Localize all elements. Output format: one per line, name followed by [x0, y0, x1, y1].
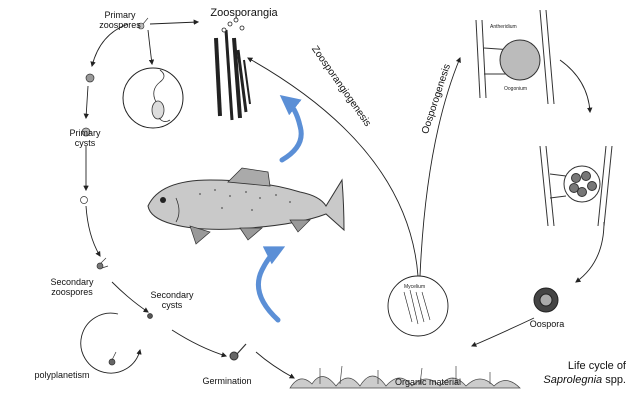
antheridium-label: Antheridium	[490, 24, 517, 30]
secondary-zoospores-label: Secondary zoospores	[40, 277, 104, 297]
caption-line-1: Life cycle of	[528, 359, 626, 373]
oogonium-label: Oogonium	[504, 86, 527, 92]
polyplanetism-label: polyplanetism	[24, 370, 100, 380]
primary-cysts-label: Primary cysts	[60, 128, 110, 148]
oospora-drawing	[534, 288, 558, 312]
organic-material-label: Organic material	[388, 377, 468, 387]
oospora-label: Oospora	[527, 319, 567, 329]
germination-drawing	[230, 344, 246, 360]
caption-line-2: Saprolegnia spp.	[528, 373, 626, 387]
mycelium-label: Mycelium	[404, 284, 425, 290]
germination-label: Germination	[196, 376, 258, 386]
secondary-cysts-label: Secondary cysts	[144, 290, 200, 310]
zoospore-detail-circle	[123, 68, 183, 128]
caption-genus: Saprolegnia	[543, 374, 602, 386]
fish-drawing	[148, 168, 344, 244]
primary-zoospores-label: Primary zoospores	[92, 10, 148, 30]
caption-suffix: spp.	[602, 374, 626, 386]
zoosporangia-label: Zoosporangia	[204, 8, 284, 18]
oospore-cluster-drawing	[540, 146, 612, 226]
zoosporangia-drawing	[216, 18, 250, 120]
figure-caption: Life cycle of Saprolegnia spp.	[528, 359, 626, 387]
